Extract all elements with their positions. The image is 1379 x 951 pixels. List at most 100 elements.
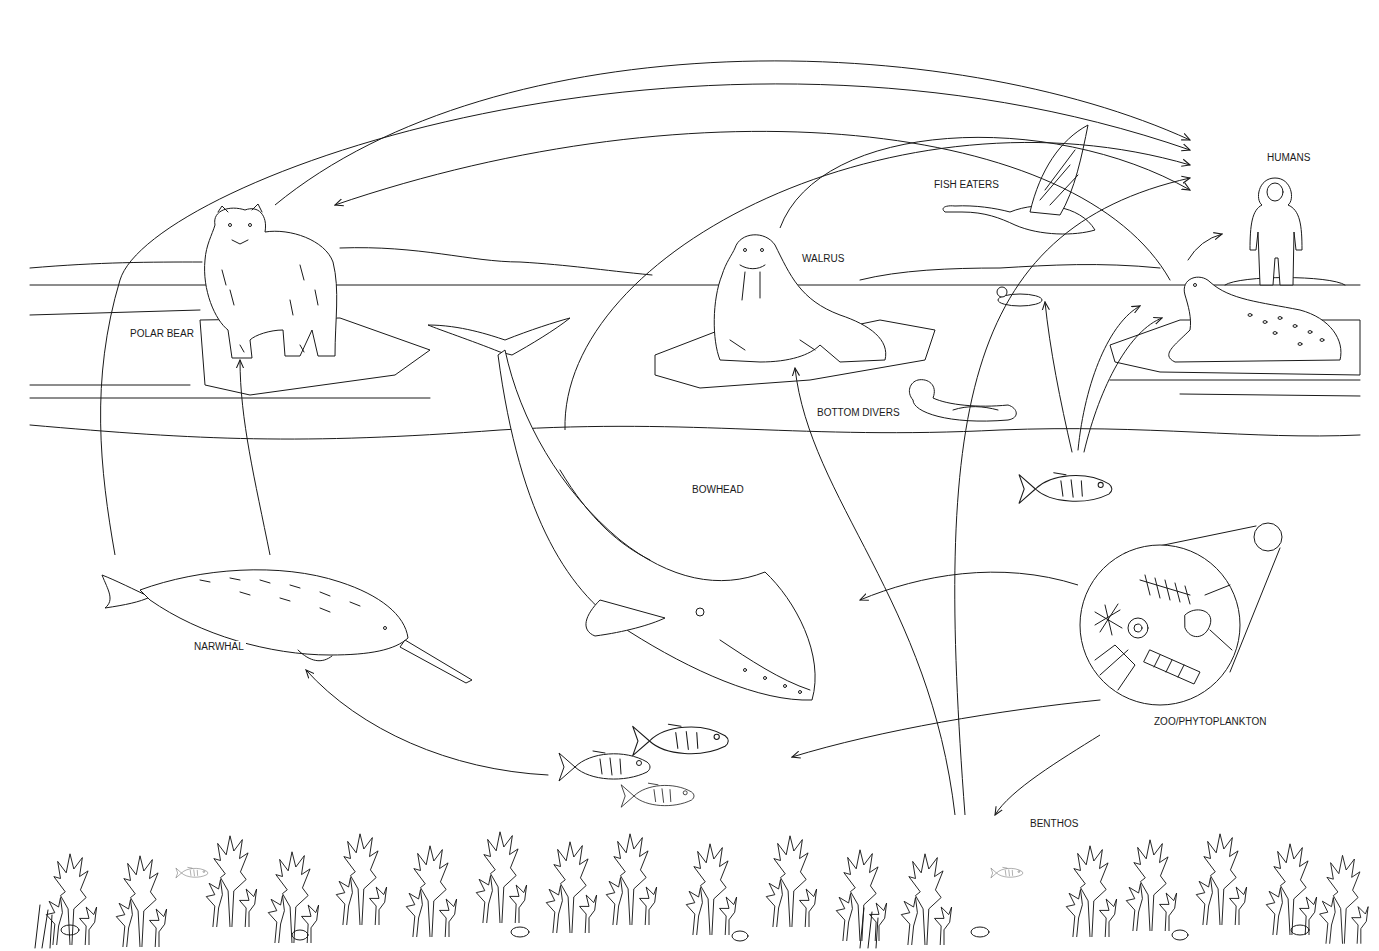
food-chain-arrow <box>860 572 1078 600</box>
food-web-member: FISH EATERS <box>928 118 1098 238</box>
weed <box>836 850 886 941</box>
walrus <box>714 235 886 362</box>
fish <box>559 751 650 781</box>
diatom <box>1134 624 1142 632</box>
fish <box>1019 473 1112 504</box>
weed <box>1126 840 1176 931</box>
spot <box>1298 343 1302 346</box>
food-web-member: BOTTOM DIVERS <box>812 376 1012 428</box>
weed <box>686 844 736 935</box>
bowhead-whale <box>498 350 815 700</box>
food-web-member: HUMANS <box>1190 138 1325 290</box>
spot <box>1308 331 1312 334</box>
weed <box>766 836 816 927</box>
plankton-spines <box>1095 645 1135 690</box>
plankton-circle <box>1080 545 1240 705</box>
polar-bear <box>205 208 337 358</box>
duck-body <box>909 380 1016 421</box>
plankton-magnifier <box>1080 523 1282 705</box>
animal-label: FISH EATERS <box>932 179 1001 191</box>
ice-line <box>1180 394 1360 396</box>
walrus-eye <box>744 249 747 252</box>
bowhead-figure <box>428 318 815 700</box>
food-chain-arrow <box>275 61 1190 205</box>
baleen-dot <box>764 677 767 680</box>
animal-label: BOTTOM DIVERS <box>815 407 902 419</box>
ice-line <box>30 310 200 315</box>
sea-grass <box>35 905 878 948</box>
shore-line <box>340 248 652 275</box>
arrow <box>792 700 1100 757</box>
wing-feathers <box>1040 150 1078 205</box>
shore-line <box>30 262 202 268</box>
shell <box>971 927 989 937</box>
weed <box>116 856 166 947</box>
baleen-dot <box>784 685 787 688</box>
wave-line <box>30 425 1360 439</box>
animal-label: HUMANS <box>1265 152 1312 164</box>
animal-label: NARWHAL <box>192 641 246 653</box>
weed <box>1320 855 1369 943</box>
food-chain-arrow <box>995 735 1100 815</box>
bear-eye <box>229 224 232 227</box>
weed <box>606 834 656 925</box>
bird-body <box>943 206 1095 234</box>
animal-label: ZOO/PHYTOPLANKTON <box>1152 716 1268 728</box>
fish-group <box>559 473 1112 808</box>
narwhal <box>140 570 408 655</box>
fish <box>633 724 729 756</box>
weed <box>1196 834 1246 925</box>
spot <box>1273 332 1277 335</box>
bottom-fish <box>176 867 208 878</box>
whale-eye <box>696 608 704 616</box>
duck-head <box>997 287 1007 297</box>
food-web-member: NARWHAL <box>100 555 472 685</box>
narwhal-figure <box>102 570 472 683</box>
animal-label: BENTHOS <box>1028 818 1080 830</box>
seabed <box>35 832 1368 948</box>
food-web-member: BENTHOS <box>20 815 1360 948</box>
zoom-origin <box>1254 523 1282 551</box>
spot <box>1278 317 1282 320</box>
plankton-rods <box>1144 650 1200 684</box>
seal-eye <box>1194 284 1197 287</box>
diving-duck <box>909 380 1016 421</box>
seal <box>1169 277 1341 362</box>
shell <box>511 927 529 937</box>
arrow <box>1078 306 1140 450</box>
baleen-dot <box>799 691 802 694</box>
food-web-member: ZOO/PHYTOPLANKTON <box>1078 543 1283 735</box>
weed <box>206 836 256 927</box>
ice-line <box>30 398 430 399</box>
weed <box>46 854 96 945</box>
spot <box>1293 325 1297 328</box>
food-chain-arrow <box>101 84 1190 555</box>
shell <box>732 931 748 941</box>
duck-wing <box>953 407 998 410</box>
whale-flipper <box>586 600 665 636</box>
bear-fur <box>218 204 318 352</box>
fish <box>621 783 694 807</box>
shell <box>61 925 79 935</box>
narwhal-tusk <box>400 640 472 683</box>
diatom <box>1128 618 1148 638</box>
food-web-member: BOWHEAD <box>560 430 860 700</box>
food-web-member: POLAR BEAR <box>125 205 340 360</box>
food-arrows-unlabeled <box>306 131 1222 775</box>
food-chain-arrow <box>780 137 1190 228</box>
walrus-figure <box>655 235 935 388</box>
narwhal-eye <box>384 627 387 630</box>
arrow <box>1188 234 1222 260</box>
animal-label: POLAR BEAR <box>128 328 196 340</box>
animal-label: BOWHEAD <box>690 484 746 496</box>
bottom-fish <box>991 867 1023 878</box>
shell <box>1172 930 1188 940</box>
arrow <box>1084 318 1162 452</box>
bear-eye <box>249 224 252 227</box>
baleen-dot <box>744 669 747 672</box>
plankton-star <box>1095 604 1122 635</box>
weed <box>336 834 386 925</box>
